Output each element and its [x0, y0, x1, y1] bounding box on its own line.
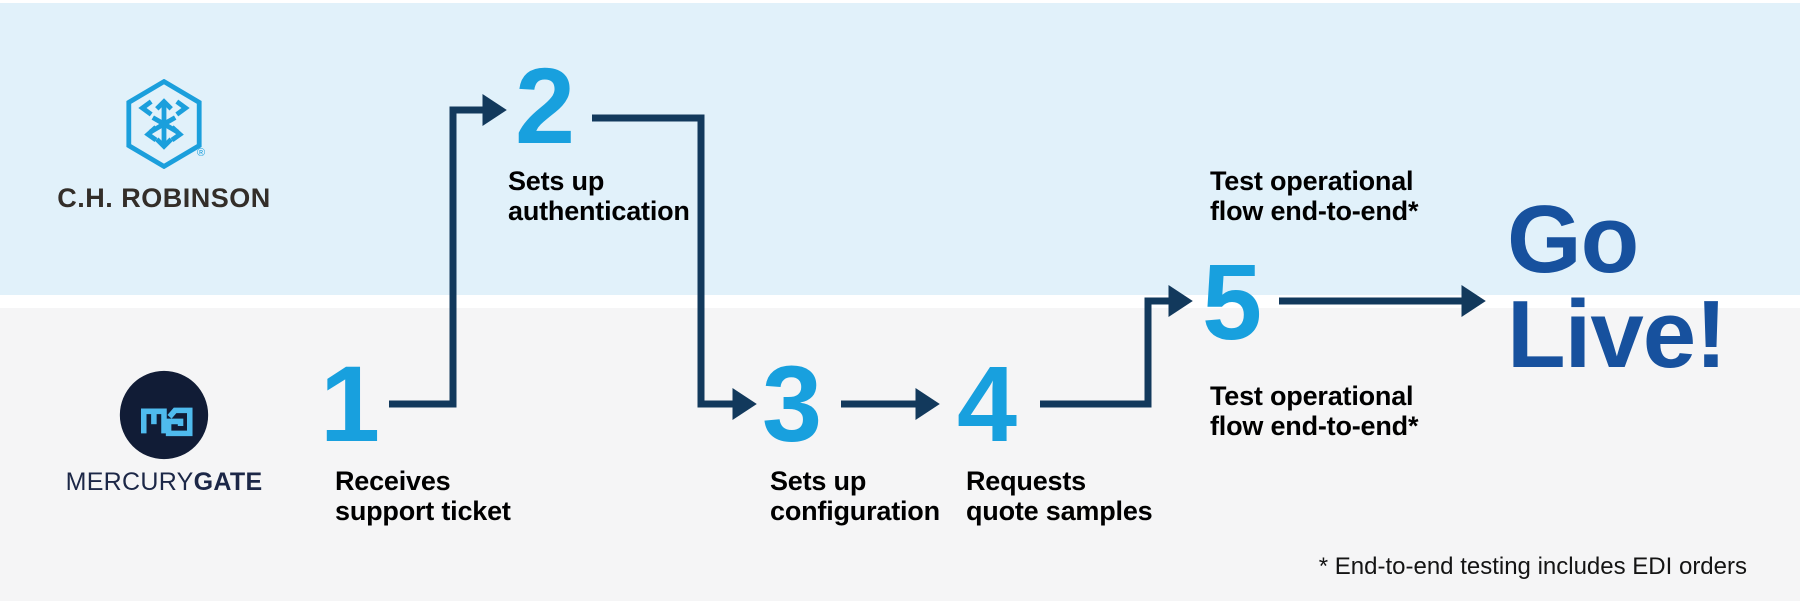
mercurygate-wordmark-mercury: MERCURY	[65, 468, 194, 496]
mercurygate-monogram-icon	[119, 370, 209, 460]
arrow-step4-to-step5	[1040, 284, 1193, 408]
arrow-step2-to-step3	[592, 114, 757, 421]
step-5-label-top-line1: Test operational	[1210, 166, 1414, 196]
step-5-label-top: Test operational flow end-to-end*	[1210, 166, 1418, 226]
chrobinson-lane-background	[0, 3, 1800, 295]
step-3-label-line2: configuration	[770, 496, 940, 526]
chrobinson-wordmark: C.H. ROBINSON	[57, 183, 271, 213]
step-5-label-bottom-line1: Test operational	[1210, 381, 1414, 411]
step-3-number: 3	[762, 343, 823, 464]
step-5-number: 5	[1202, 241, 1263, 362]
arrow-step1-to-step2	[389, 93, 507, 408]
footnote: * End-to-end testing includes EDI orders	[1318, 553, 1747, 580]
step-5-label-bottom: Test operational flow end-to-end*	[1210, 381, 1418, 441]
step-4-label-line1: Requests	[966, 466, 1086, 496]
step-3-label: Sets up configuration	[770, 466, 940, 526]
step-4-number: 4	[957, 343, 1018, 464]
step-3-label-line1: Sets up	[770, 466, 867, 496]
step-1-label: Receives support ticket	[335, 466, 511, 526]
go-live-line1: Go	[1507, 186, 1639, 293]
step-1-number: 1	[320, 343, 381, 464]
step-5-label-top-line2: flow end-to-end*	[1210, 196, 1419, 226]
mercurygate-wordmark: MERCURYGATE	[54, 468, 274, 497]
step-4-label-line2: quote samples	[966, 496, 1153, 526]
step-2-label: Sets up authentication	[508, 166, 690, 226]
step-4-label: Requests quote samples	[966, 466, 1153, 526]
step-1-label-line1: Receives	[335, 466, 451, 496]
mercurygate-lane-background	[0, 308, 1800, 601]
step-1-label-line2: support ticket	[335, 496, 511, 526]
step-2-label-line1: Sets up	[508, 166, 605, 196]
chrobinson-registered-mark: ®	[197, 147, 206, 159]
step-2-label-line2: authentication	[508, 196, 690, 226]
chrobinson-hexagon-icon	[126, 79, 202, 169]
mercurygate-logo: MERCURYGATE	[54, 369, 274, 497]
go-live-line2: Live!	[1507, 281, 1727, 388]
step-2-number: 2	[515, 45, 576, 166]
chrobinson-logo: ® C.H. ROBINSON	[54, 79, 274, 214]
go-live-text: Go Live!	[1507, 186, 1727, 388]
mercurygate-wordmark-gate: GATE	[193, 468, 263, 496]
step-5-label-bottom-line2: flow end-to-end*	[1210, 411, 1419, 441]
